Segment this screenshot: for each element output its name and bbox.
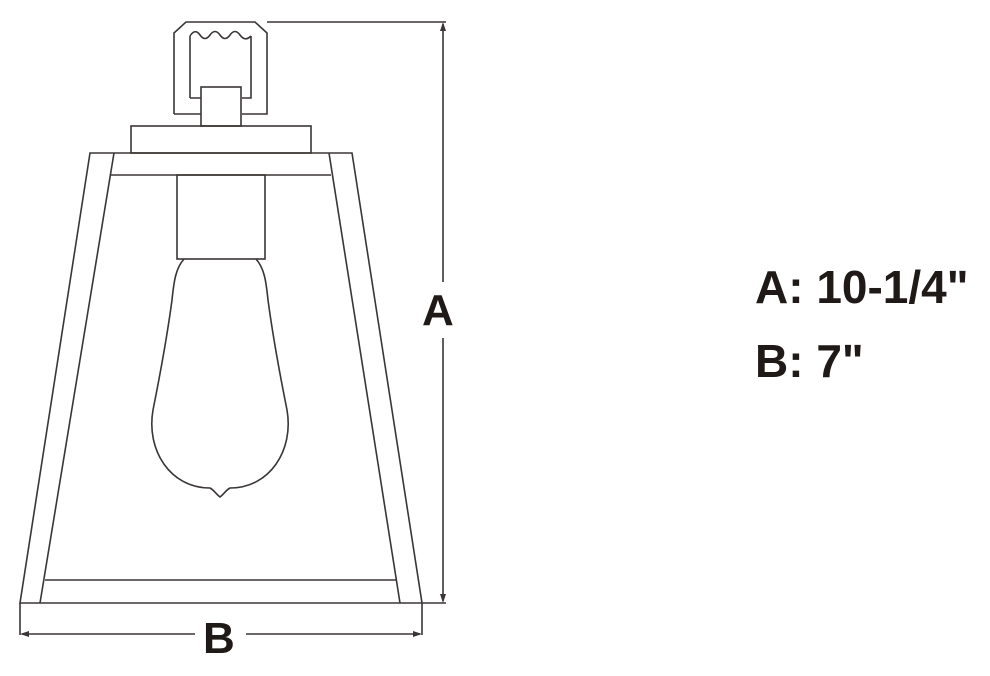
neck-block [200,86,242,127]
arrow-up-icon [440,22,446,31]
arrow-left-icon [20,631,29,637]
lantern-outer-frame [19,152,423,604]
bulb-socket [176,174,266,260]
edison-bulb [151,258,289,499]
spec-width-b: B: 7" [755,335,864,387]
dimension-b-label: B [203,614,235,663]
canopy-plate [130,125,312,154]
dimension-a-label: A [422,286,454,335]
arrow-right-icon [413,631,422,637]
left-frame-post [39,152,115,604]
right-frame-post [328,152,401,604]
spec-height-a: A: 10-1/4" [755,261,969,313]
bracket-scallop [189,30,252,40]
mounting-bracket [173,21,268,115]
arrow-down-icon [440,594,446,603]
bracket-inner [189,36,252,99]
